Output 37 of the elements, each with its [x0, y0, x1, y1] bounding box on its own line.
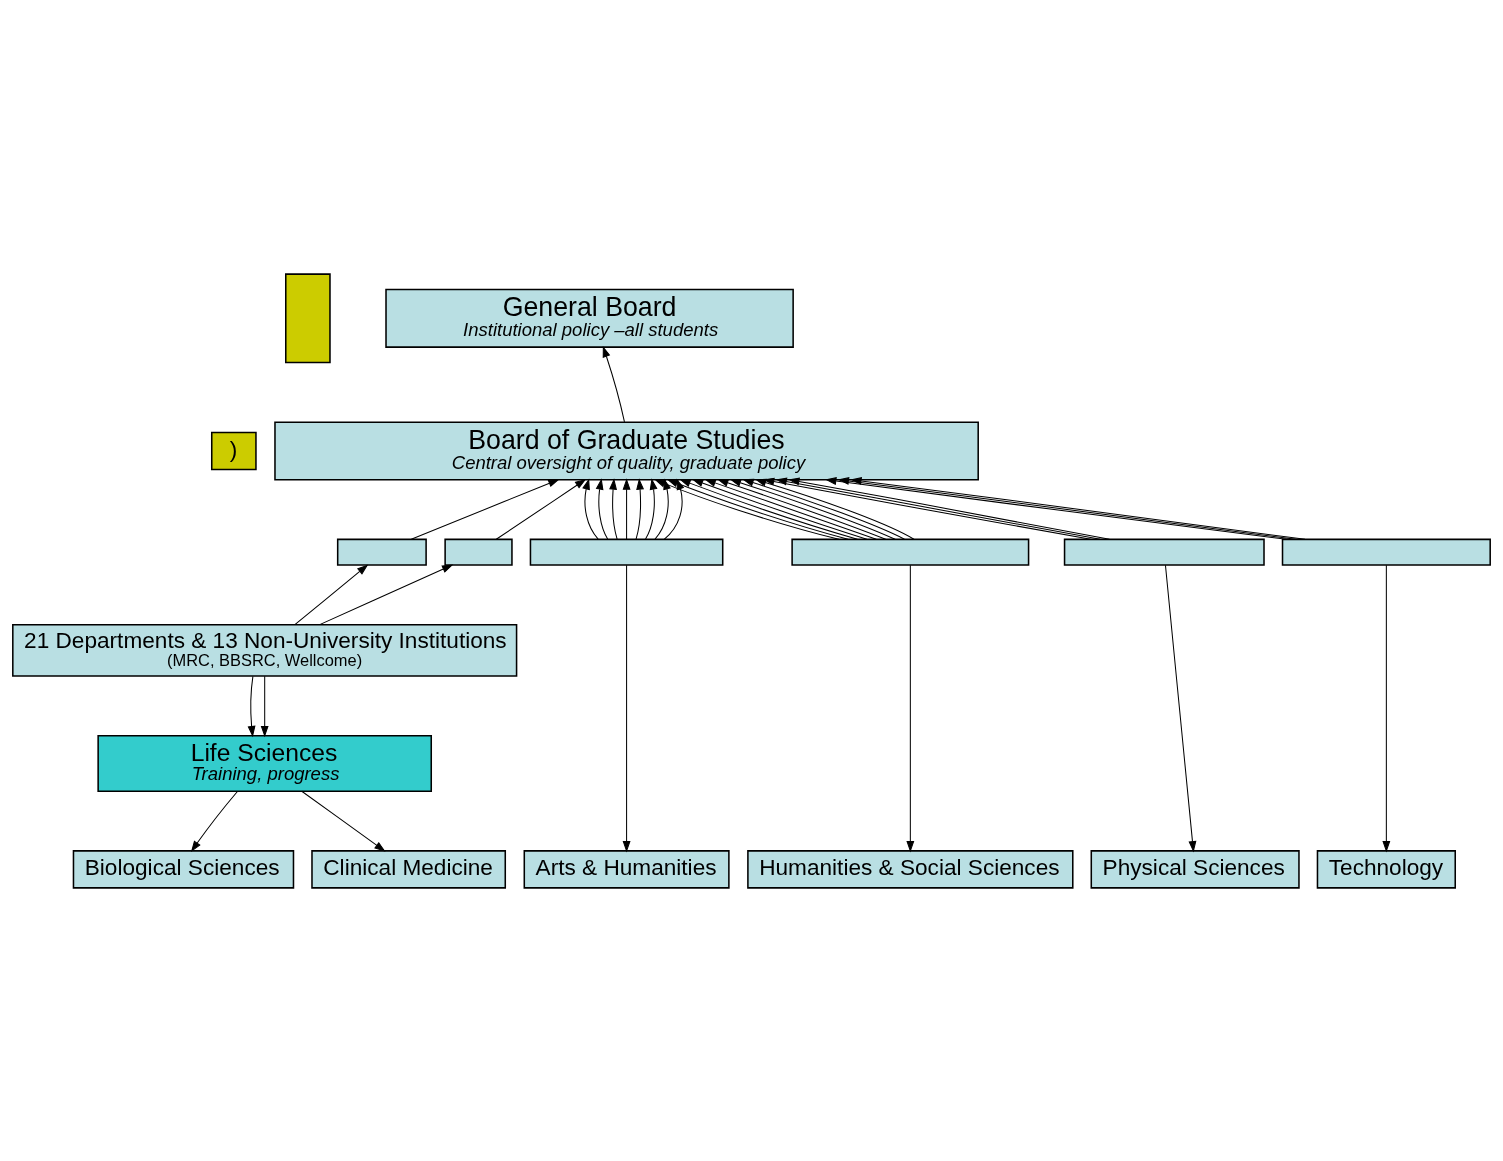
node-bar [1063, 538, 1265, 566]
arrow [595, 477, 609, 540]
arrow [622, 564, 631, 852]
node-box: General Board Institutional policy –all students [385, 288, 794, 348]
arrow [294, 563, 369, 625]
node-box: Humanities & Social Sciences [747, 849, 1074, 889]
node-box: Technology [1316, 849, 1456, 889]
arrow [410, 478, 560, 540]
arrow [495, 478, 587, 540]
node-box: Clinical Medicine [311, 849, 507, 889]
arrow [301, 790, 386, 852]
node-box: Arts & Humanities [523, 849, 730, 889]
node-bar [1281, 538, 1491, 566]
arrow [622, 477, 631, 540]
arrow [247, 675, 256, 737]
arrow [260, 675, 269, 737]
arrow [906, 564, 915, 852]
arrow [190, 790, 239, 852]
arrow [645, 477, 658, 540]
node-box: 21 Departments & 13 Non-University Institutions (MRC, BBSRC, Wellcome) [12, 623, 518, 677]
node-box: Biological Sciences [72, 849, 295, 889]
arrow [319, 564, 454, 625]
node-box [336, 538, 427, 566]
node-box: ) [211, 431, 257, 470]
node-bar [529, 538, 724, 566]
node-box: Board of Graduate Studies Central oversight of quality, graduate policy [274, 420, 979, 480]
arrow [635, 477, 645, 540]
node-box: Physical Sciences [1090, 849, 1300, 889]
node-box: Life Sciences Training, progress [97, 734, 432, 792]
node-box [285, 272, 331, 363]
arrow [582, 477, 599, 540]
arrow [609, 477, 618, 540]
node-bar [791, 538, 1030, 566]
arrow [602, 345, 625, 422]
node-box [444, 538, 513, 566]
arrow [1164, 564, 1197, 852]
arrow [1382, 564, 1391, 852]
